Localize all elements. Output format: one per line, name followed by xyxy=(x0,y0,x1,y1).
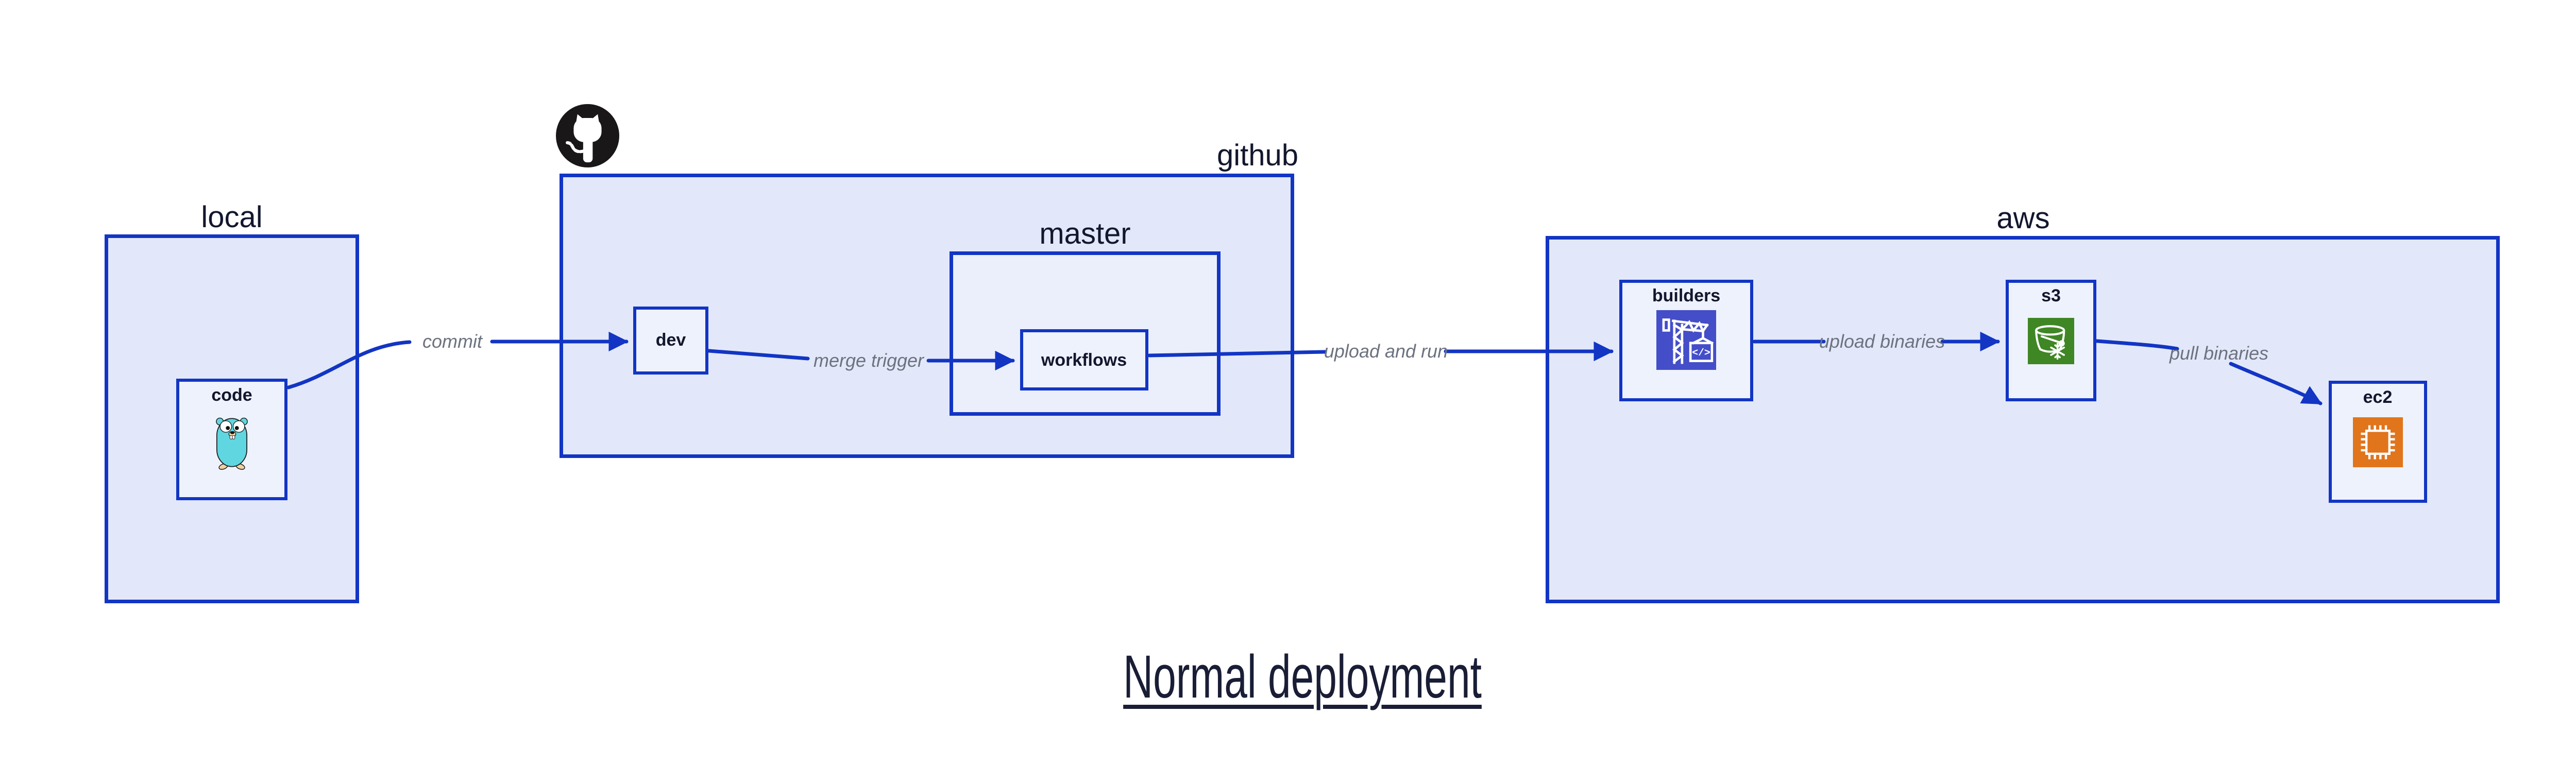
node-workflows xyxy=(1020,329,1148,390)
node-s3 xyxy=(2006,280,2096,401)
ec2-chip-icon xyxy=(2353,417,2403,467)
node-dev xyxy=(633,307,708,375)
local-container-label: local xyxy=(201,200,263,234)
node-workflows-label: workflows xyxy=(1041,350,1127,370)
node-dev-label: dev xyxy=(655,330,686,350)
codebuild-code-glyph: </> xyxy=(1692,347,1710,359)
aws-container-label: aws xyxy=(1996,201,2050,235)
edge-label-upload-binaries: upload binaries xyxy=(1819,331,1945,352)
node-s3-label: s3 xyxy=(2041,286,2061,305)
node-code-label: code xyxy=(211,385,252,405)
node-ec2-label: ec2 xyxy=(2363,387,2393,407)
node-builders-label: builders xyxy=(1652,286,1721,305)
codebuild-crane-icon: </> xyxy=(1656,310,1716,370)
edge-label-merge-trigger: merge trigger xyxy=(813,350,924,371)
edge-label-pull-binaries: pull binaries xyxy=(2169,343,2269,364)
edge-label-commit: commit xyxy=(422,331,482,352)
github-container-label: github xyxy=(1216,139,1298,172)
s3-glacier-bucket-icon xyxy=(2028,318,2074,364)
edge-label-upload-and-run: upload and run xyxy=(1324,341,1448,362)
github-octocat-icon xyxy=(556,104,619,167)
diagram-title: Normal deployment xyxy=(1123,643,1482,711)
go-gopher-icon xyxy=(216,417,248,470)
master-container-label: master xyxy=(1039,217,1131,250)
